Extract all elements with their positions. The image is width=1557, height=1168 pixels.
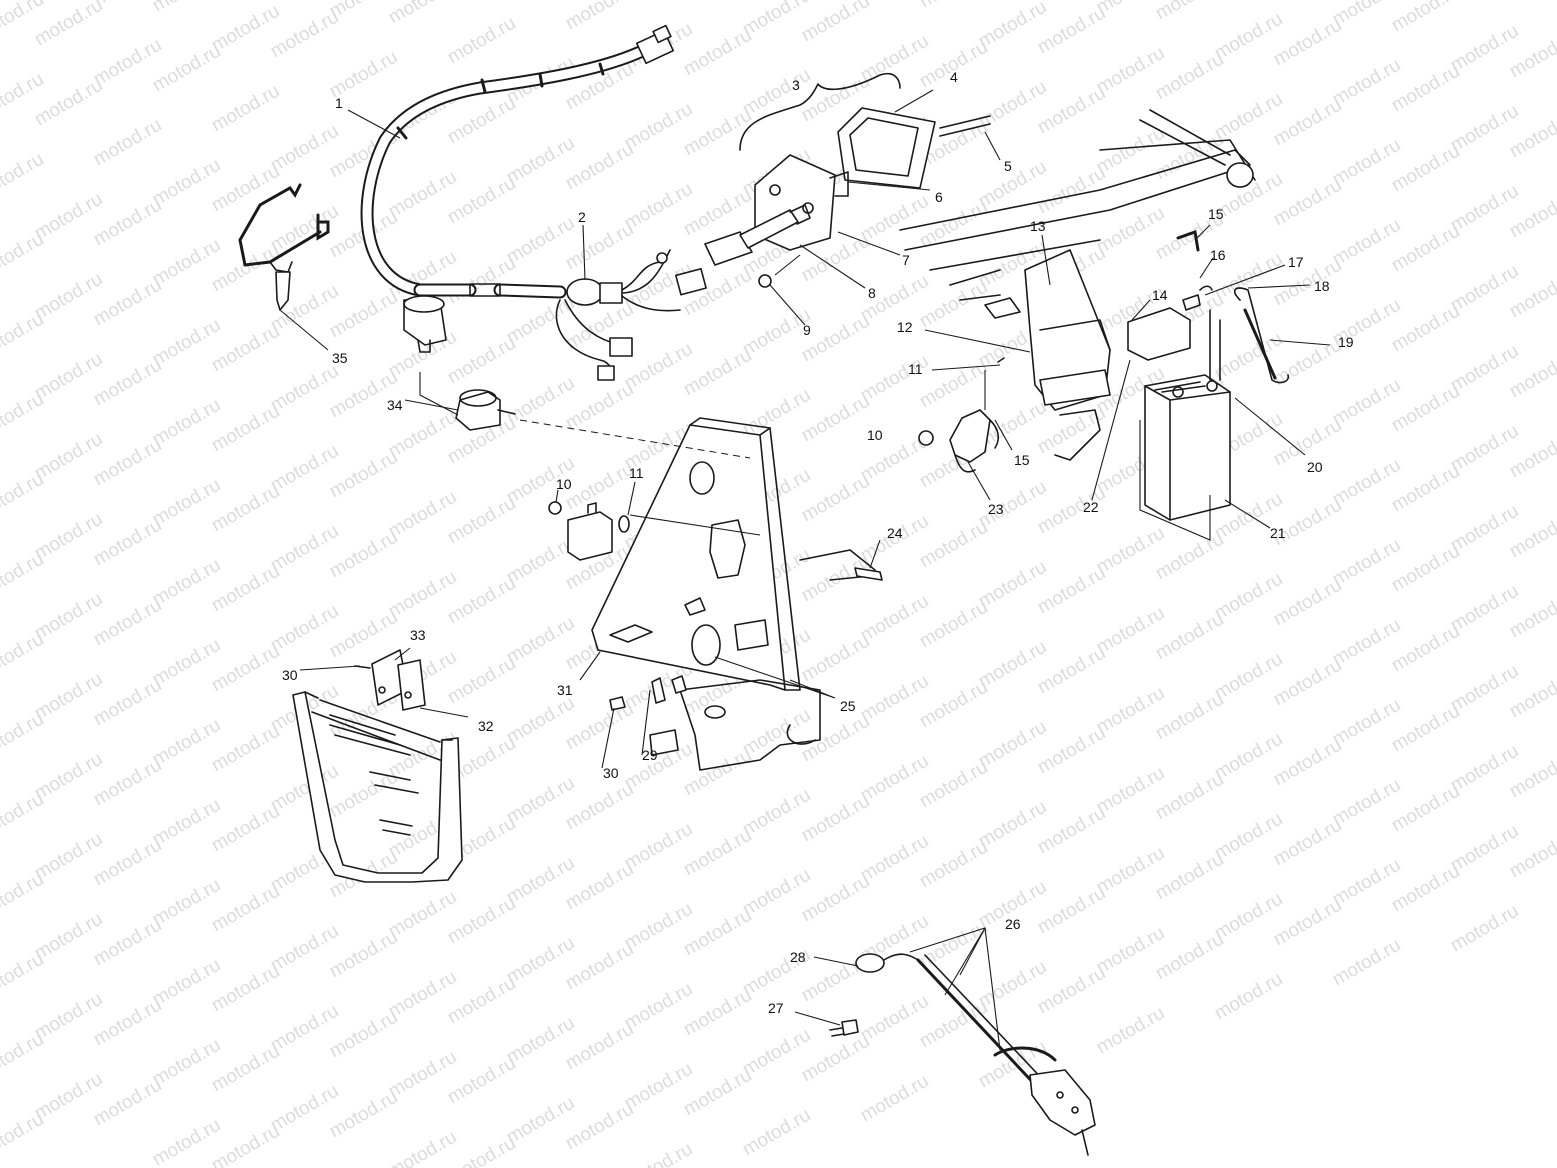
watermark-text: motod.ru [326,47,401,103]
watermark-text: motod.ru [0,629,47,685]
callout-7: 7 [902,252,910,268]
callout-20: 20 [1307,459,1323,475]
callout-10-right: 10 [867,427,883,443]
watermark-text: motod.ru [916,0,991,12]
callout-2: 2 [578,209,586,225]
watermark-text: motod.ru [621,1139,696,1168]
callout-14: 14 [1152,287,1168,303]
watermark-text: motod.ru [1152,0,1227,24]
callout-5: 5 [1004,158,1012,174]
callout-18: 18 [1314,278,1330,294]
callout-8: 8 [868,285,876,301]
callout-16: 16 [1210,247,1226,263]
callout-3: 3 [792,77,800,93]
watermark-text: motod.ru [562,0,637,34]
callout-33: 33 [410,627,426,643]
watermark-text: motod.ru [0,789,47,845]
watermark-text: motod.ru [90,115,165,171]
watermark-text: motod.ru [0,309,47,365]
watermark-text: motod.ru [739,1105,814,1161]
callout-19: 19 [1338,334,1354,350]
callout-26: 26 [1005,916,1021,932]
callout-15-bottom: 15 [1014,452,1030,468]
watermark-text: motod.ru [208,81,283,137]
callout-17: 17 [1288,254,1304,270]
callout-34: 34 [387,397,403,413]
callout-15-top: 15 [1208,206,1224,222]
part-relay-box [548,501,630,561]
leader-lines [279,89,1331,1026]
watermark-text: motod.ru [0,709,47,765]
watermark-text: motod.ru [1388,0,1463,36]
callout-24: 24 [887,525,903,541]
watermark-text: motod.ru [0,149,47,205]
callout-28: 28 [790,949,806,965]
watermark-text: motod.ru [0,869,47,925]
part-tail-light [704,72,991,288]
part-ignition-harness [555,249,707,381]
part-bracket-fasteners [918,357,1005,473]
callout-25: 25 [840,698,856,714]
watermark-text: motod.ru [0,469,47,525]
watermark-text: motod.ru [0,949,47,1005]
callout-35: 35 [332,350,348,366]
callout-21: 21 [1270,525,1286,541]
callout-22: 22 [1083,499,1099,515]
callout-30-top: 30 [282,667,298,683]
part-wiring-harness [360,24,675,299]
watermark-text: motod.ru [0,1109,47,1165]
callout-31: 31 [557,682,573,698]
callout-23: 23 [988,501,1004,517]
callout-13: 13 [1030,218,1046,234]
watermark-text: motod.ru [1093,1003,1168,1059]
callout-12: 12 [897,319,913,335]
part-mounting-plate [519,417,883,771]
watermark-text: motod.ru [798,0,873,46]
watermark-text: motod.ru [0,1029,47,1085]
callout-32: 32 [478,718,494,734]
watermark-text: motod.ru [149,0,224,16]
callout-27: 27 [768,1000,784,1016]
callout-6: 6 [935,189,943,205]
callout-10-left: 10 [556,476,572,492]
watermark-text: motod.ru [1329,935,1404,991]
watermark-text: motod.ru [1506,0,1557,2]
watermark-text: motod.ru [0,549,47,605]
part-clamps [238,183,516,431]
watermark-text: motod.ru [385,1127,460,1168]
watermark-text: motod.ru [857,1071,932,1127]
watermark-text: motod.ru [444,13,519,69]
watermark-text: motod.ru [385,0,460,28]
callout-11-left: 11 [629,465,644,481]
part-sensor-wire [829,927,1096,1156]
callout-labels: 1 2 3 4 5 6 7 8 9 10 10 11 11 12 13 14 1… [282,69,1354,1016]
callout-1: 1 [335,95,343,111]
part-frame-battery [899,109,1290,541]
callout-29: 29 [642,747,658,763]
watermark-text: motod.ru [0,229,47,285]
callout-9: 9 [803,322,811,338]
callout-30-bottom: 30 [603,765,619,781]
watermark-text: motod.ru [1211,969,1286,1025]
callout-11-right: 11 [908,361,923,377]
watermark-text: motod.ru [0,389,47,445]
watermark-text: motod.ru [1447,901,1522,957]
callout-4: 4 [950,69,958,85]
part-guard [292,649,463,883]
